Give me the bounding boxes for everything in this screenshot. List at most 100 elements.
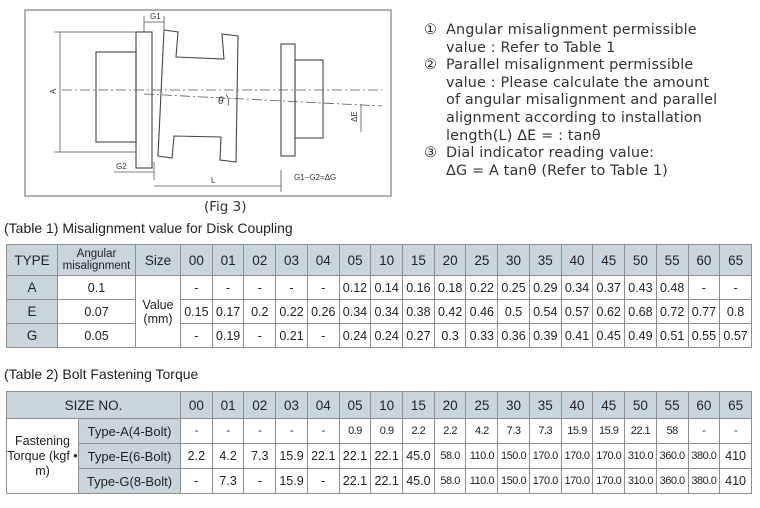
size-col-10: 10 [370,244,404,276]
left-flange [135,31,153,169]
size-col-30: 30 [497,391,530,419]
value-cell: - [243,275,277,300]
table1-header-row: TYPE Angular misalignment Size 00 01 02 … [6,244,752,276]
torque-cell: 58.0 [433,468,467,494]
type-cell: E [6,299,58,324]
torque-cell: 310.0 [624,443,657,469]
note-line: Dial indicator reading value: [446,145,655,162]
torque-cell: 15.9 [560,418,594,444]
delta-e-label: ΔE [350,111,359,122]
g1-label: G1 [150,12,161,21]
size-col-55: 55 [655,391,689,419]
value-cell: 0.41 [560,323,594,348]
torque-cell: - [211,418,245,444]
size-col-35: 35 [528,244,562,276]
size-col-45: 45 [592,391,626,419]
spacer-body [157,29,239,163]
torque-cell: 170.0 [592,443,626,469]
value-cell: 0.48 [655,275,689,300]
size-col-60: 60 [687,244,721,276]
torque-cell: 45.0 [402,443,435,469]
note-line: alignment according to installation [446,109,703,126]
value-cell: 0.33 [465,323,499,348]
note-line: value : Refer to Table 1 [446,39,616,56]
size-col-40: 40 [560,391,594,419]
size-col-20: 20 [433,391,467,419]
value-cell: 0.29 [528,275,562,300]
torque-cell: 7.3 [528,418,562,444]
torque-cell: 170.0 [560,468,594,494]
value-cell: 0.34 [338,299,372,324]
torque-cell: 22.1 [338,443,372,469]
size-col-02: 02 [243,391,277,419]
note-2: ② Parallel misalignment permissible valu… [424,57,758,145]
angular-cell: 0.05 [57,323,136,348]
size-col-00: 00 [180,244,213,276]
type-cell: A [6,275,58,300]
bolt-type-label: Type-E(6-Bolt) [77,443,182,469]
value-cell: 0.34 [370,299,404,324]
value-cell: 0.22 [465,275,499,300]
size-col-35: 35 [528,391,562,419]
torque-cell: 7.3 [211,468,245,494]
torque-cell: 170.0 [528,443,562,469]
value-cell: 0.62 [592,299,626,324]
size-col-03: 03 [275,391,308,419]
value-cell: 0.51 [655,323,689,348]
torque-cell: 15.9 [275,468,308,494]
note-line: Parallel misalignment permissible [446,57,694,74]
torque-cell: 150.0 [497,443,530,469]
note-line: of angular misalignment and parallel [446,92,718,109]
torque-cell: 4.2 [211,443,245,469]
torque-cell: 22.1 [338,468,372,494]
value-cell: 0.25 [497,275,530,300]
table-row: E 0.07 0.15 0.17 0.2 0.22 0.26 0.34 0.34… [6,299,752,324]
size-col-02: 02 [243,244,277,276]
note-3: ③ Dial indicator reading value: ΔG = A t… [424,145,758,180]
size-col-15: 15 [402,391,435,419]
table-row: Type-E(6-Bolt) 2.2 4.2 7.3 15.9 22.1 22.… [7,443,752,469]
size-col-04: 04 [306,391,340,419]
value-cell: 0.37 [592,275,626,300]
misalignment-table: TYPE Angular misalignment Size 00 01 02 … [6,244,752,348]
bolt-torque-table: SIZE NO. 00 01 02 03 04 05 10 15 20 25 3… [5,391,752,494]
notes-block: ① Angular misalignment permissible value… [424,22,758,180]
torque-cell: - [243,418,277,444]
value-cell: 0.39 [528,323,562,348]
value-cell: 0.72 [655,299,689,324]
torque-cell: 58.0 [433,443,467,469]
value-cell: 0.36 [497,323,530,348]
value-cell: 0.19 [211,323,245,348]
table-row: A 0.1 Value (mm) - - - - - 0.12 0.14 0.1… [6,275,752,348]
value-cell: 0.22 [275,299,308,324]
value-cell: 0.17 [211,299,245,324]
torque-cell: 110.0 [465,443,499,469]
size-col-00: 00 [180,391,213,419]
value-cell: - [211,275,245,300]
value-cell: 0.5 [497,299,530,324]
size-col-25: 25 [465,391,499,419]
size-col-30: 30 [497,244,530,276]
value-cell: 0.2 [243,299,277,324]
torque-cell: - [719,418,752,444]
bolt-type-label: Type-A(4-Bolt) [77,418,182,444]
value-cell: 0.77 [687,299,721,324]
note-1: ① Angular misalignment permissible value… [424,22,758,57]
torque-cell: 58 [655,418,689,444]
note-number: ② [424,57,438,74]
size-col-65: 65 [719,244,752,276]
torque-cell: 380.0 [687,468,721,494]
torque-cell: 0.9 [338,418,372,444]
value-cell: - [306,275,340,300]
size-col-55: 55 [655,244,689,276]
torque-cell: - [180,418,213,444]
value-cell: - [306,323,340,348]
center-line-tilted [143,93,383,107]
angular-cell: 0.07 [57,299,136,324]
table-row: Fastening Torque (kgf • m) Type-A(4-Bolt… [6,418,752,494]
torque-cell: 2.2 [402,418,435,444]
type-cell: G [6,323,58,348]
a-label: A [49,88,58,94]
torque-cell: 15.9 [275,443,308,469]
torque-cell: 22.1 [370,443,404,469]
